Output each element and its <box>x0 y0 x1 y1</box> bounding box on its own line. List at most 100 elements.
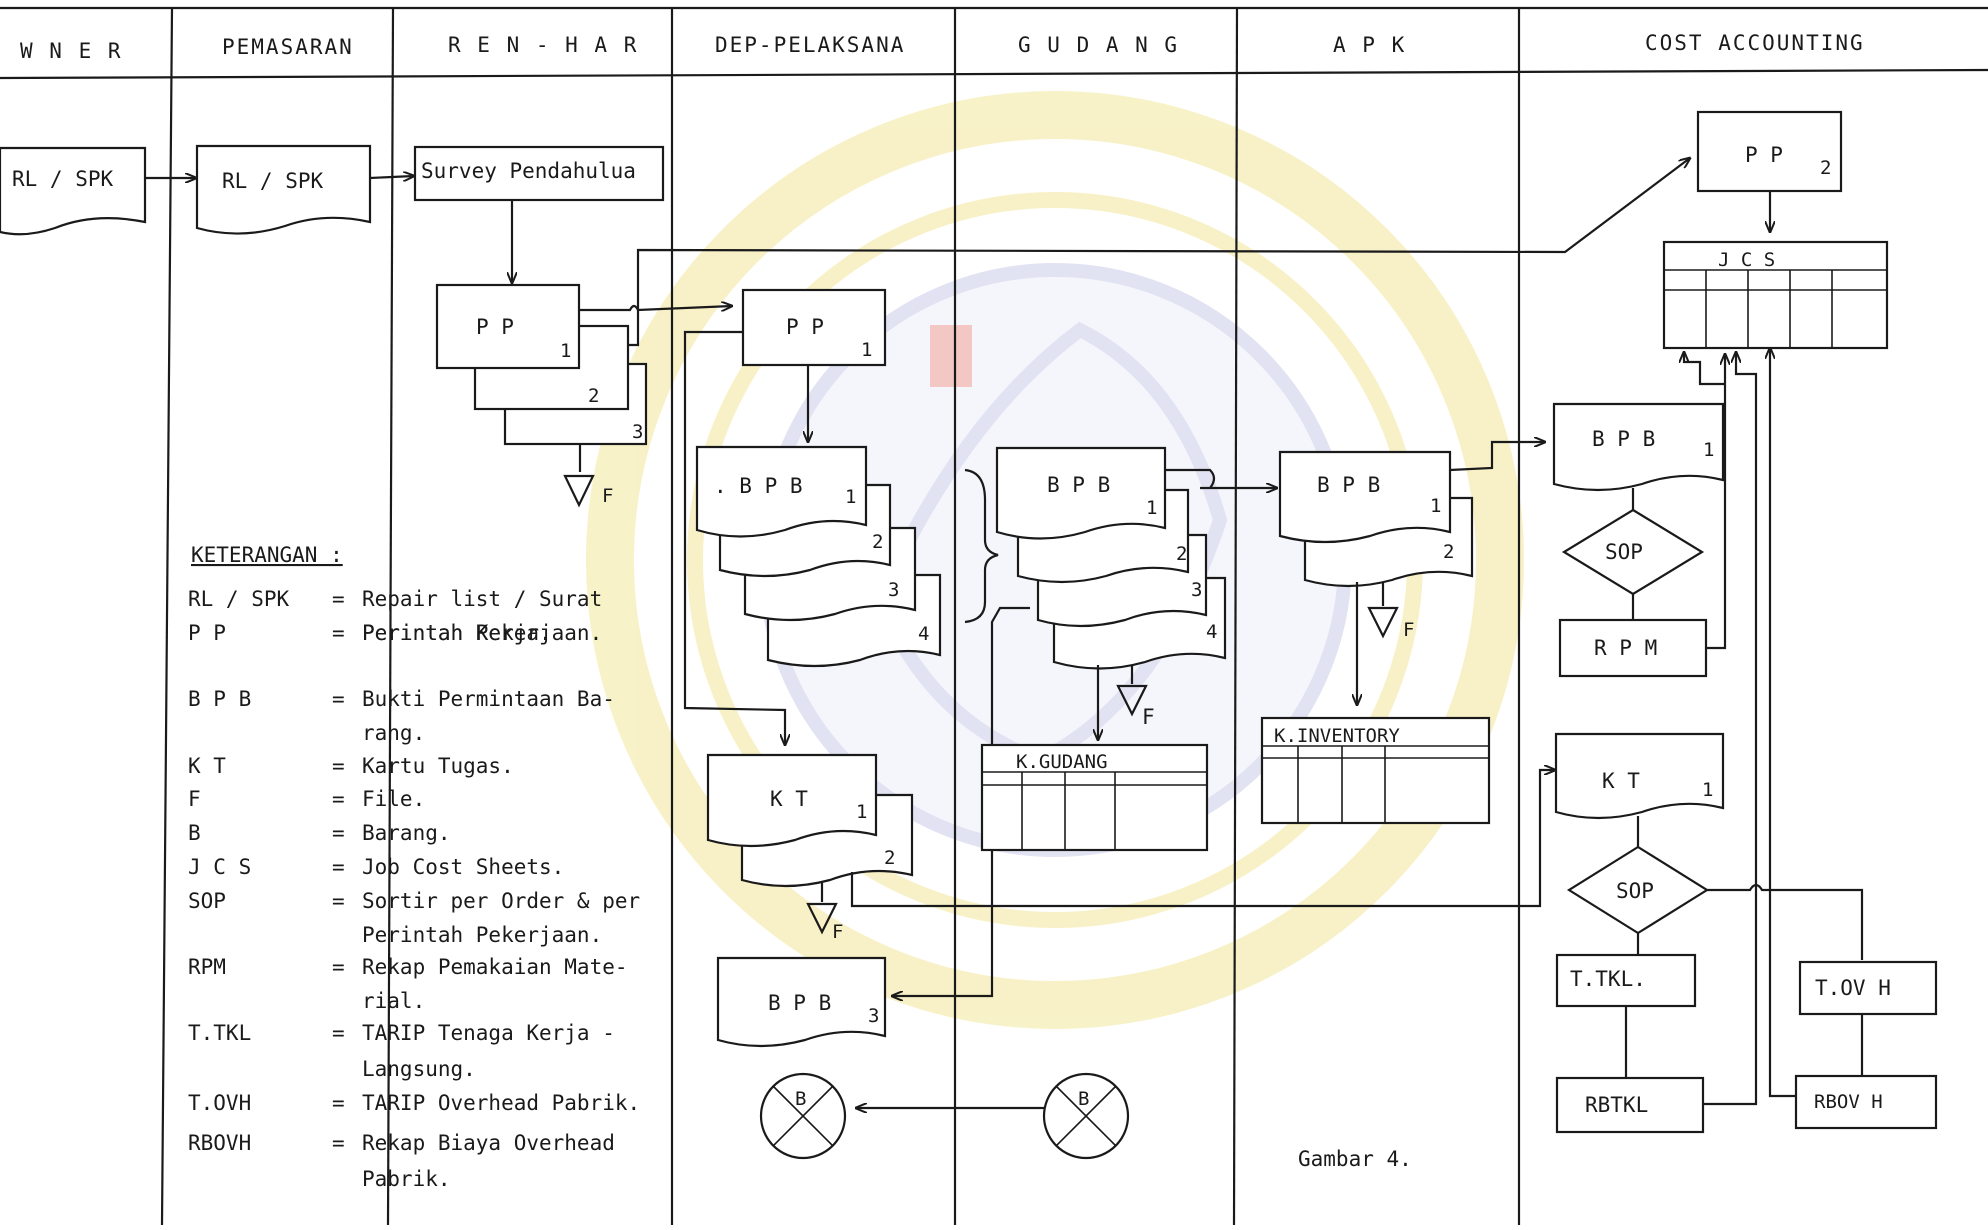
svg-text:J C S: J C S <box>1718 249 1775 271</box>
owner-rl-spk-document: RL / SPK <box>0 148 145 234</box>
legend-eq: = <box>332 1021 345 1045</box>
legend-abbr: RL / SPK <box>188 587 290 611</box>
dep-pp-box: P P 1 <box>743 290 885 365</box>
apk-bpb-label: B P B <box>1317 473 1380 497</box>
svg-text:2: 2 <box>1820 157 1831 179</box>
gudang-bpb-label: B P B <box>1047 473 1110 497</box>
svg-text:2: 2 <box>1443 541 1454 563</box>
svg-text:T.OV H: T.OV H <box>1815 976 1891 1000</box>
arrow-rpm-to-jcs-col1 <box>1684 352 1724 384</box>
legend-rows: RL / SPK=Repair list / SuratPerintah Ker… <box>188 587 640 1191</box>
svg-text:P P: P P <box>786 315 824 339</box>
legend-desc-cont: Pabrik. <box>362 1167 451 1191</box>
legend-desc: Repair list / Surat <box>362 587 602 611</box>
svg-text:4: 4 <box>1206 621 1217 643</box>
legend-abbr: RPM <box>188 955 226 979</box>
legend-abbr: J C S <box>188 855 251 879</box>
renhar-pp-label: P P <box>476 315 514 339</box>
legend-eq: = <box>332 687 345 711</box>
legend-desc-cont: rial. <box>362 989 425 1013</box>
lane-header-pemasaran: PEMASARAN <box>222 35 354 59</box>
svg-text:3: 3 <box>888 579 899 601</box>
ca-sop2-decision: SOP <box>1569 847 1707 933</box>
svg-text:B P B: B P B <box>768 991 831 1015</box>
lane-header-cost-accounting: COST ACCOUNTING <box>1645 31 1865 55</box>
legend-abbr: SOP <box>188 889 226 913</box>
svg-text:B: B <box>1078 1088 1089 1110</box>
legend-desc: Sortir per Order & per <box>362 889 640 913</box>
legend-eq: = <box>332 1131 345 1155</box>
svg-text:RL / SPK: RL / SPK <box>222 169 324 193</box>
svg-text:1: 1 <box>861 339 872 361</box>
lane-header-dep-pelaksana: DEP-PELAKSANA <box>715 33 905 57</box>
lane-header-apk: A P K <box>1333 33 1406 57</box>
svg-text:3: 3 <box>632 421 643 443</box>
job-cost-sheets-table: J C S <box>1664 242 1887 348</box>
dep-bpb3-document: B P B 3 <box>718 958 885 1046</box>
svg-text:RBOV H: RBOV H <box>1814 1091 1883 1113</box>
ca-rpm-box: R P M <box>1560 620 1706 676</box>
connector-sop2-to-tovh <box>1707 885 1862 960</box>
svg-text:SOP: SOP <box>1605 540 1643 564</box>
svg-text:1: 1 <box>845 486 856 508</box>
legend-eq: = <box>332 955 345 979</box>
legend-desc: Bukti Permintaan Ba- <box>362 687 615 711</box>
legend-desc: Rekap Biaya Overhead <box>362 1131 615 1155</box>
legend-eq: = <box>332 621 345 645</box>
legend-desc: Perintah Pekerjaan. <box>362 621 602 645</box>
header-divider <box>0 70 1988 78</box>
svg-text:1: 1 <box>1146 497 1157 519</box>
legend-abbr: F <box>188 787 201 811</box>
gudang-barang-circle: B <box>1044 1074 1128 1158</box>
legend-abbr: P P <box>188 621 226 645</box>
legend-abbr: B P B <box>188 687 251 711</box>
legend-desc-cont: Perintah Pekerjaan. <box>362 923 602 947</box>
legend-desc: TARIP Overhead Pabrik. <box>362 1091 640 1115</box>
legend-desc-cont: Langsung. <box>362 1057 476 1081</box>
svg-text:1: 1 <box>560 340 571 362</box>
legend-abbr: RBOVH <box>188 1131 251 1155</box>
kartu-inventory-table: K.INVENTORY <box>1262 718 1489 823</box>
legend-eq: = <box>332 855 345 879</box>
svg-text:P P: P P <box>1745 143 1783 167</box>
arrow-rpm-to-jcs <box>1706 354 1725 648</box>
svg-text:RBTKL: RBTKL <box>1585 1093 1648 1117</box>
svg-text:K.GUDANG: K.GUDANG <box>1016 751 1108 773</box>
svg-text:SOP: SOP <box>1616 879 1654 903</box>
legend-desc: Job Cost Sheets. <box>362 855 564 879</box>
lane-header-gudang: G U D A N G <box>1018 33 1179 57</box>
legend-title: KETERANGAN : <box>191 543 343 567</box>
apk-bpb-stack: B P B 1 2 <box>1280 452 1472 586</box>
svg-text:F: F <box>602 485 613 507</box>
dep-bpb-label: . B P B <box>714 474 803 498</box>
svg-text:K T: K T <box>770 787 808 811</box>
legend-abbr: T.OVH <box>188 1091 251 1115</box>
legend-eq: = <box>332 821 345 845</box>
svg-text:K.INVENTORY: K.INVENTORY <box>1274 725 1400 747</box>
svg-text:1: 1 <box>856 801 867 823</box>
arrow-pemasaran-to-survey <box>370 176 414 178</box>
legend-eq: = <box>332 889 345 913</box>
svg-text:R P M: R P M <box>1594 636 1657 660</box>
arrow-rbovh-to-jcs <box>1770 348 1796 1096</box>
svg-text:1: 1 <box>1703 439 1714 461</box>
svg-text:3: 3 <box>868 1005 879 1027</box>
svg-text:B P B: B P B <box>1592 427 1655 451</box>
svg-text:F: F <box>1403 619 1414 641</box>
ca-kt-document: K T 1 <box>1556 734 1723 818</box>
legend-desc: Barang. <box>362 821 451 845</box>
kartu-gudang-table: K.GUDANG <box>982 745 1207 850</box>
renhar-pp-stack: P P 1 2 3 <box>437 285 646 444</box>
legend-abbr: B <box>188 821 201 845</box>
ca-pp-box: P P 2 <box>1698 112 1841 191</box>
pemasaran-rl-spk-document: RL / SPK <box>197 146 370 234</box>
figure-caption: Gambar 4. <box>1298 1147 1412 1171</box>
svg-text:3: 3 <box>1191 579 1202 601</box>
legend-desc: Kartu Tugas. <box>362 754 514 778</box>
legend-eq: = <box>332 787 345 811</box>
svg-text:4: 4 <box>918 623 929 645</box>
dep-barang-circle: B <box>761 1074 845 1158</box>
svg-text:1: 1 <box>1702 779 1713 801</box>
